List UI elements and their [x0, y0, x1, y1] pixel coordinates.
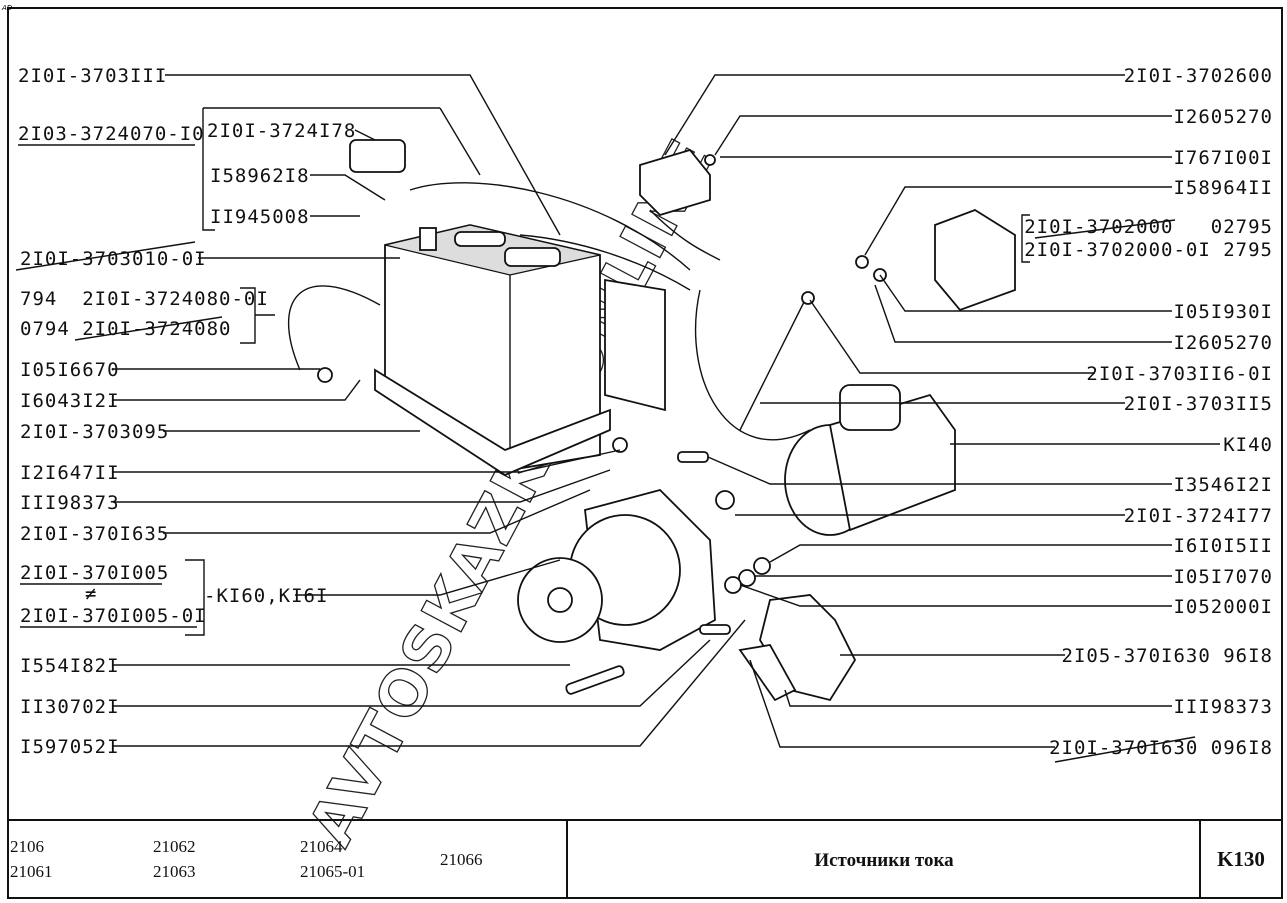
part-label: I2605270 — [1173, 332, 1273, 354]
part-label: I05I7070 — [1173, 566, 1273, 588]
small-parts — [317, 139, 887, 695]
part-label: 2I05-370I630 96I8 — [1062, 645, 1273, 667]
part-label: I597052I — [20, 736, 120, 758]
model-number: 21065-01 — [300, 862, 365, 881]
part-label: 2I0I-370I005-0I — [20, 605, 207, 627]
part-label: 2I0I-3724I78 — [207, 120, 356, 142]
part-label: I052000I — [1173, 596, 1273, 618]
starter — [784, 384, 956, 536]
part-label: I58964II — [1173, 177, 1273, 199]
part-label: 2I0I-370I005 — [20, 562, 169, 584]
section-title: Источники тока — [814, 850, 954, 871]
part-label: 2I0I-3703III — [18, 65, 167, 87]
part-label: I3546I2I — [1173, 474, 1273, 496]
part-label: I2I647II — [20, 462, 120, 484]
part-label: II945008 — [210, 206, 310, 228]
part-label: I2605270 — [1173, 106, 1273, 128]
battery — [374, 224, 611, 477]
part-label: 2I0I-3703095 — [20, 421, 169, 443]
part-label: I05I930I — [1173, 301, 1273, 323]
right-leader-lines — [664, 74, 1220, 748]
battery-holder-plate — [604, 278, 666, 412]
model-number: 2106 — [10, 837, 44, 856]
part-label: I05I6670 — [20, 359, 120, 381]
alternator-bracket — [738, 594, 857, 702]
left-leader-lines — [18, 74, 746, 747]
part-label: III98373 — [1173, 696, 1273, 718]
corner-mark: AD — [1, 4, 13, 12]
part-label-superseded: 2I0I-370I630 096I8 — [1049, 737, 1273, 759]
part-label: III98373 — [20, 492, 120, 514]
part-label: 2I0I-3703II5 — [1124, 393, 1273, 415]
part-label: I767I00I — [1173, 147, 1273, 169]
model-number: 21062 — [153, 837, 196, 856]
voltage-regulator — [934, 209, 1016, 312]
model-number: 21066 — [440, 850, 483, 869]
part-label: I58962I8 — [210, 165, 310, 187]
section-code: K130 — [1217, 847, 1265, 871]
part-label: 2I0I-3724I77 — [1124, 505, 1273, 527]
right-labels: 2I0I-3702600 I2605270 I767I00I I58964II … — [1024, 65, 1273, 763]
part-label: I6I0I5II — [1173, 535, 1273, 557]
title-block: 2106 21061 21062 21063 21064 21065-01 21… — [8, 819, 1282, 898]
part-label: 2I0I-3703II6-0I — [1086, 363, 1273, 385]
model-number: 21063 — [153, 862, 196, 881]
model-number: 21064 — [300, 837, 343, 856]
alternator — [517, 488, 716, 651]
left-labels: 2I0I-3703III 2I03-3724070-I0 2I0I-3724I7… — [15, 65, 356, 758]
part-label: 794 2I0I-3724080-0I — [20, 288, 269, 310]
applicability-label: -KI60,KI6I — [204, 585, 328, 607]
relay — [639, 148, 711, 217]
part-label: 2I0I-3702000-0I 2795 — [1024, 239, 1273, 261]
part-label: II30702I — [20, 696, 120, 718]
part-label-superseded: 2I0I-3702000 02795 — [1024, 216, 1273, 238]
cables — [287, 182, 811, 441]
model-number: 21061 — [10, 862, 53, 881]
page-frame — [7, 7, 1283, 899]
part-label: I554I82I — [20, 655, 120, 677]
part-label: 2I03-3724070-I0 — [18, 123, 205, 145]
part-label: KI40 — [1223, 434, 1273, 456]
part-label-superseded: 2I0I-3703010-0I — [20, 248, 207, 270]
not-equal-sign: ≠ — [85, 583, 97, 605]
part-label: I6043I2I — [20, 390, 120, 412]
part-label: 2I0I-3702600 — [1124, 65, 1273, 87]
part-label: 2I0I-370I635 — [20, 523, 169, 545]
part-label-superseded: 0794 2I0I-3724080 — [20, 318, 231, 340]
